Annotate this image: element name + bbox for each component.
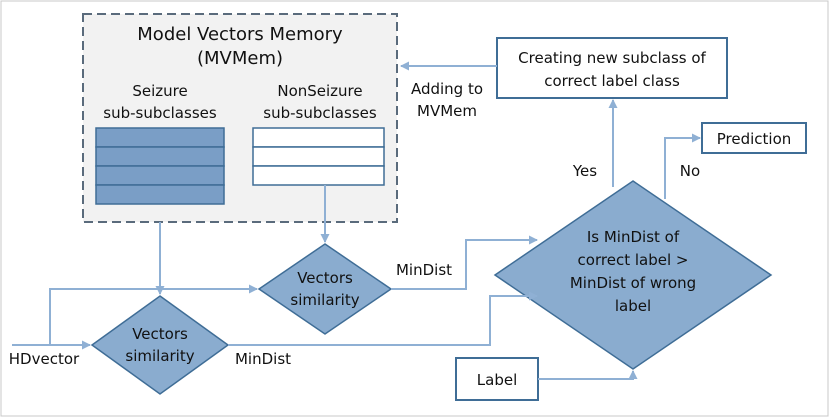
- arrow-mindist-upper: [391, 235, 538, 290]
- prediction-box: [701, 122, 807, 154]
- similarity-lower-line2: similarity: [125, 347, 194, 365]
- seizure-vector-stack: [95, 127, 225, 205]
- similarity-diamond-upper: [257, 243, 393, 335]
- decision-diamond: [493, 180, 773, 370]
- arrow-mindist-lower: [228, 291, 538, 346]
- arrow-no: [664, 133, 701, 199]
- new-subclass-text-line2: correct label class: [544, 72, 680, 90]
- decision-text-line1: Is MinDist of: [587, 228, 680, 246]
- arrow-label-to-decision: [538, 370, 638, 380]
- decision-text-line4: label: [615, 297, 651, 315]
- nonseizure-label: NonSeizure: [277, 82, 362, 100]
- mindist-lower-label: MinDist: [235, 350, 291, 368]
- mindist-upper-label: MinDist: [396, 261, 452, 279]
- similarity-upper-line1: Vectors: [297, 269, 353, 287]
- similarity-lower-line1: Vectors: [132, 325, 188, 343]
- yes-label: Yes: [572, 162, 597, 180]
- mvmem-title: Model Vectors Memory: [137, 24, 343, 45]
- similarity-upper-line2: similarity: [290, 291, 359, 309]
- adding-label-line2: MVMem: [417, 102, 477, 120]
- nonseizure-sublabel: sub-subclasses: [263, 104, 377, 122]
- no-label: No: [680, 162, 700, 180]
- similarity-diamond-lower: [90, 295, 230, 395]
- new-subclass-text-line1: Creating new subclass of: [518, 49, 706, 67]
- new-subclass-box: [496, 37, 728, 99]
- arrow-hdvector-to-upper: [49, 284, 258, 345]
- prediction-text: Prediction: [717, 130, 792, 148]
- nonseizure-vector-stack: [252, 127, 385, 186]
- seizure-label: Seizure: [132, 82, 187, 100]
- seizure-sublabel: sub-subclasses: [103, 104, 217, 122]
- decision-text-line3: MinDist of wrong: [570, 274, 696, 292]
- decision-text-line2: correct label >: [578, 251, 689, 269]
- label-text: Label: [477, 371, 517, 389]
- hdvector-label: HDvector: [9, 350, 80, 368]
- mvmem-subtitle: (MVMem): [197, 48, 283, 69]
- label-box: [455, 357, 539, 401]
- adding-label-line1: Adding to: [411, 80, 483, 98]
